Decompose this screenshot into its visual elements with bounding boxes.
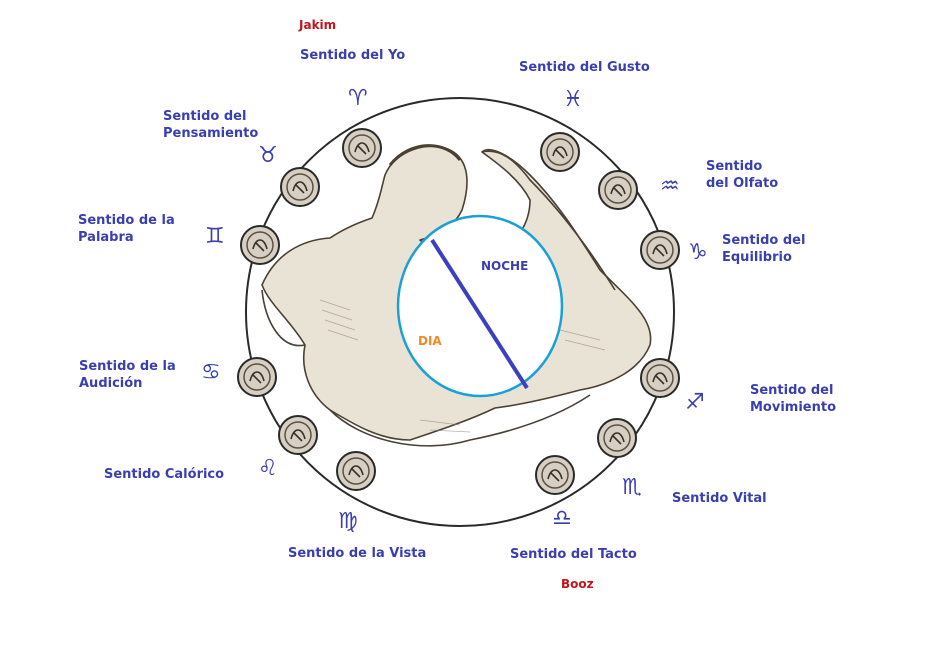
aries-icon: ♈ [348, 86, 368, 111]
figure-shading [319, 299, 606, 433]
libra-icon: ♎ [552, 506, 572, 531]
medallion-aries [342, 128, 382, 168]
day-label: DIA [418, 334, 442, 348]
sagittarius-icon: ♐ [685, 390, 705, 415]
figure-arm [481, 150, 616, 291]
medallion-scorpio [597, 418, 637, 458]
top-pillar-label: Jakim [299, 18, 337, 32]
pisces-icon: ♓ [563, 87, 583, 112]
sense-label-capricorn: Sentido del Equilibrio [722, 233, 806, 265]
sense-label-cancer: Sentido de la Audición [79, 359, 176, 391]
cancer-icon: ♋ [201, 360, 221, 385]
medallion-cancer [237, 357, 277, 397]
zodiac-medallions [237, 128, 680, 495]
medallion-sagittarius [640, 358, 680, 398]
medallion-virgo [336, 451, 376, 491]
outer-ring [245, 97, 675, 527]
night-label: NOCHE [481, 259, 529, 273]
sense-label-taurus: Sentido del Pensamiento [163, 109, 259, 141]
day-night-divider [430, 238, 529, 390]
figure-back [329, 394, 591, 447]
sense-label-virgo: Sentido de la Vista [288, 546, 427, 561]
medallion-taurus [280, 167, 320, 207]
figure-head-hair [388, 144, 462, 166]
capricorn-icon: ♑ [688, 240, 708, 265]
sense-label-leo: Sentido Calórico [104, 467, 225, 482]
sense-label-scorpio: Sentido Vital [672, 491, 767, 506]
sense-label-aquarius: Sentido del Olfato [706, 159, 779, 191]
medallion-leo [278, 415, 318, 455]
leo-icon: ♌ [258, 456, 278, 481]
medallion-pisces [540, 132, 580, 172]
center-circle [396, 214, 564, 398]
virgo-icon: ♍ [338, 509, 358, 534]
taurus-icon: ♉ [258, 143, 278, 168]
bottom-pillar-label: Booz [561, 577, 594, 591]
sense-label-gemini: Sentido de la Palabra [78, 213, 175, 245]
scorpio-icon: ♏ [622, 475, 642, 500]
aquarius-icon: ♒ [660, 174, 680, 199]
medallion-capricorn [640, 230, 680, 270]
medallion-libra [535, 455, 575, 495]
gemini-icon: ♊ [205, 224, 225, 249]
sense-label-pisces: Sentido del Gusto [519, 60, 650, 75]
sense-label-sagittarius: Sentido del Movimiento [750, 383, 837, 415]
medallion-aquarius [598, 170, 638, 210]
sense-label-aries: Sentido del Yo [300, 48, 406, 63]
medallion-gemini [240, 225, 280, 265]
sense-label-libra: Sentido del Tacto [510, 547, 637, 562]
figure-legs [261, 289, 306, 347]
